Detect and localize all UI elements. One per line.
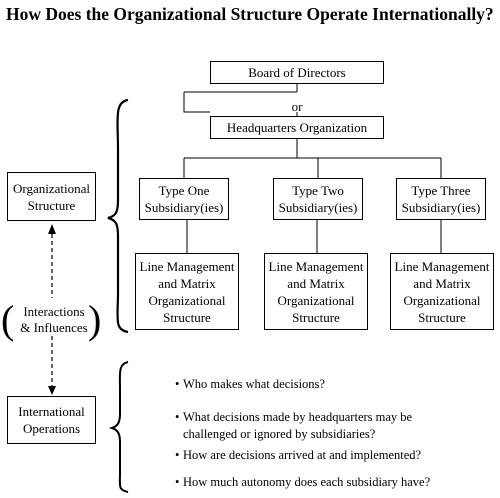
right-paren: ) (88, 297, 102, 342)
line-management-text: Structure (292, 309, 340, 325)
subsidiary-label: Subsidiary(ies) (401, 200, 481, 215)
board-label: Board of Directors (248, 65, 346, 80)
question-item: How are decisions arrived at and impleme… (175, 447, 430, 464)
international-operations-box: International Operations (7, 396, 96, 444)
organizational-structure-box: Organizational Structure (7, 172, 96, 221)
line-management-text: Structure (163, 309, 211, 325)
subsidiary-type-three-box: Type Three Subsidiary(ies) (396, 178, 486, 220)
subsidiary-type-two-box: Type Two Subsidiary(ies) (273, 178, 363, 220)
structure-brace (107, 98, 129, 334)
subsidiary-type-one-box: Type One Subsidiary(ies) (139, 178, 229, 220)
line-management-box-three: Line Management and Matrix Organizationa… (390, 253, 494, 330)
line-management-text: Organizational (403, 292, 481, 308)
question-item: What decisions made by headquarters may … (175, 409, 430, 443)
questions-brace (108, 361, 129, 493)
headquarters-label: Headquarters Organization (226, 120, 368, 135)
interactions-text: Interactions (23, 304, 85, 319)
intl-ops-text: Operations (22, 421, 81, 436)
question-item: Who makes what decisions? (175, 376, 430, 393)
line-management-text: and Matrix (158, 275, 216, 291)
line-management-text: and Matrix (413, 275, 471, 291)
line-management-text: Organizational (148, 292, 226, 308)
subsidiary-label: Subsidiary(ies) (278, 200, 358, 215)
line-management-box-one: Line Management and Matrix Organizationa… (135, 253, 239, 330)
intl-ops-text: International (18, 404, 85, 419)
arrow-down-head (48, 386, 56, 395)
headquarters-box: Headquarters Organization (210, 116, 384, 139)
board-of-directors-box: Board of Directors (210, 61, 384, 84)
subsidiary-type-label: Type Two (292, 183, 344, 198)
line-management-text: Structure (418, 309, 466, 325)
org-structure-text: Organizational (12, 180, 90, 196)
question-item: How much autonomy does each subsidiary h… (175, 474, 430, 491)
left-paren: ( (1, 297, 15, 342)
org-structure-text: Structure (27, 197, 76, 213)
line-management-text: Organizational (277, 292, 355, 308)
or-bracket (183, 92, 210, 113)
question-text: What decisions made by headquarters may … (183, 410, 413, 424)
subsidiary-label: Subsidiary(ies) (144, 200, 224, 215)
question-text: How much autonomy does each subsidiary h… (183, 475, 431, 489)
questions-list: Who makes what decisions? What decisions… (175, 376, 430, 498)
arrow-up-head (48, 224, 56, 234)
line-management-text: Line Management (268, 258, 364, 274)
subsidiary-type-label: Type One (158, 183, 210, 198)
page-title: How Does the Organizational Structure Op… (6, 4, 494, 24)
line-management-text: and Matrix (287, 275, 345, 291)
question-text: challenged or ignored by subsidiaries? (183, 427, 376, 441)
or-label: or (291, 99, 303, 114)
line-management-box-two: Line Management and Matrix Organizationa… (264, 253, 368, 330)
line-management-text: Line Management (139, 258, 235, 274)
question-text: How are decisions arrived at and impleme… (183, 448, 422, 462)
influences-text: & Influences (20, 320, 88, 335)
subsidiary-type-label: Type Three (411, 183, 471, 198)
line-management-text: Line Management (394, 258, 490, 274)
question-text: Who makes what decisions? (183, 377, 325, 391)
interactions-label: Interactions & Influences (14, 304, 94, 336)
